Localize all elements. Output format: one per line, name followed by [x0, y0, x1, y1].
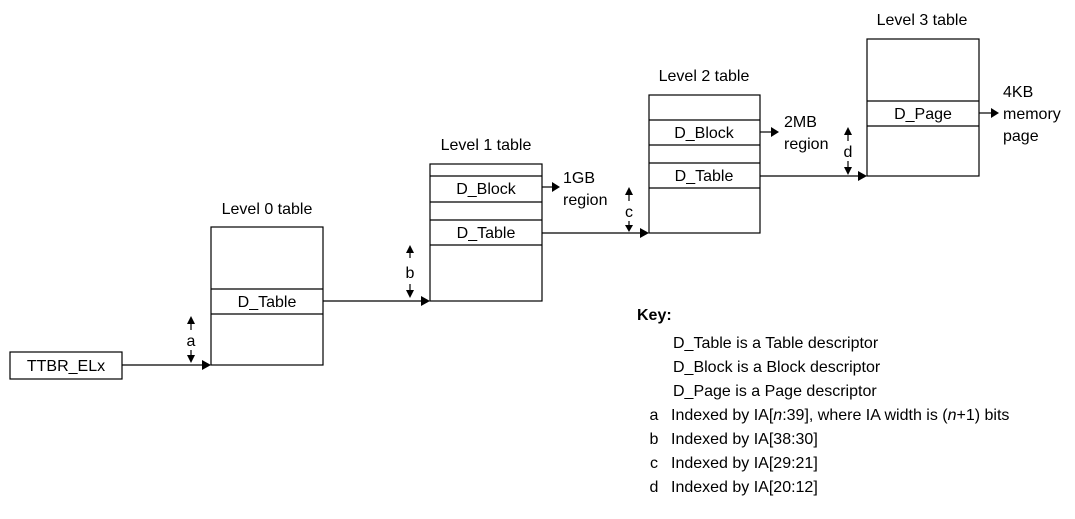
- index-d-arrow-up: [844, 127, 852, 135]
- level2-title: Level 2 table: [659, 68, 750, 85]
- key-index-d: Indexed by IA[20:12]: [671, 479, 818, 496]
- level0-table: [210, 226, 324, 366]
- index-a-arrow-up: [187, 316, 195, 324]
- level1-d-table: D_Table: [457, 225, 516, 242]
- key-descriptor-row: D_Block is a Block descriptor: [637, 356, 1067, 380]
- key-letter-a: a: [649, 407, 659, 424]
- key-descriptor-table: D_Table is a Table descriptor: [673, 335, 879, 352]
- level0-d-table: D_Table: [238, 294, 297, 311]
- l1-output-line1: 1GB: [563, 170, 595, 187]
- l0-to-l1-arrow-head: [421, 296, 430, 306]
- key-index-b: Indexed by IA[38:30]: [671, 431, 818, 448]
- key-index-row: b Indexed by IA[38:30]: [637, 428, 1067, 452]
- l1-to-l2-arrow-head: [640, 228, 649, 238]
- key-spacer: [637, 332, 673, 356]
- l2-block-arrow-head: [771, 127, 779, 137]
- key-index-a-var2: n: [947, 407, 957, 424]
- ttbr-arrow-head: [202, 360, 211, 370]
- level1-title: Level 1 table: [441, 137, 532, 154]
- index-c-letter: c: [625, 204, 633, 221]
- key-descriptor-page: D_Page is a Page descriptor: [673, 383, 877, 400]
- l3-output-line2: memory: [1003, 106, 1061, 123]
- level2-table: [648, 94, 761, 234]
- level3-table: [866, 38, 980, 177]
- l1-output-line2: region: [563, 192, 607, 209]
- index-b-arrow-up: [406, 245, 414, 253]
- key-letter-c: c: [650, 455, 658, 472]
- index-b-arrow-down: [406, 290, 414, 298]
- key-index-a-var1: n: [773, 407, 783, 424]
- index-a-arrow-down: [187, 355, 195, 363]
- index-d-arrow-down: [844, 167, 852, 175]
- l2-output-line1: 2MB: [784, 114, 817, 131]
- level0-title: Level 0 table: [222, 201, 313, 218]
- ttbr-label: TTBR_ELx: [27, 358, 105, 375]
- key-index-a-mid: :39], where IA width is (: [782, 407, 948, 424]
- l3-output-line3: page: [1003, 128, 1039, 145]
- level2-d-block: D_Block: [674, 125, 735, 142]
- l2-to-l3-arrow-head: [858, 171, 867, 181]
- level3-d-page: D_Page: [894, 106, 952, 123]
- key-spacer: [637, 380, 673, 404]
- level1-table: [429, 163, 543, 302]
- key-index-row: a Indexed by IA[n:39], where IA width is…: [637, 404, 1067, 428]
- key-index-a: Indexed by IA[n:39], where IA width is (…: [671, 404, 1009, 428]
- key-index-a-post: +1) bits: [956, 407, 1010, 424]
- key-letter-b: b: [649, 431, 659, 448]
- level3-title: Level 3 table: [877, 12, 968, 29]
- l2-output-line2: region: [784, 136, 828, 153]
- index-c-arrow-down: [625, 225, 633, 232]
- key-descriptor-row: D_Page is a Page descriptor: [637, 380, 1067, 404]
- key-index-row: c Indexed by IA[29:21]: [637, 452, 1067, 476]
- key-descriptor-row: D_Table is a Table descriptor: [637, 332, 1067, 356]
- l3-output-line1: 4KB: [1003, 84, 1033, 101]
- l1-block-arrow-head: [552, 182, 560, 192]
- level2-d-table: D_Table: [675, 168, 734, 185]
- l3-page-arrow-head: [991, 108, 999, 118]
- ttbr-box: [9, 351, 123, 380]
- key-spacer: [637, 356, 673, 380]
- key-index-row: d Indexed by IA[20:12]: [637, 476, 1067, 500]
- index-c-arrow-up: [625, 187, 633, 195]
- key-legend: Key: D_Table is a Table descriptor D_Blo…: [637, 304, 1067, 500]
- level1-d-block: D_Block: [456, 181, 517, 198]
- index-d-letter: d: [844, 144, 853, 161]
- index-a-letter: a: [187, 333, 196, 350]
- key-descriptor-block: D_Block is a Block descriptor: [673, 359, 881, 376]
- key-index-c: Indexed by IA[29:21]: [671, 455, 818, 472]
- key-index-a-pre: Indexed by IA[: [671, 407, 774, 424]
- index-b-letter: b: [406, 265, 415, 282]
- key-title: Key:: [637, 307, 672, 324]
- key-letter-d: d: [649, 479, 659, 496]
